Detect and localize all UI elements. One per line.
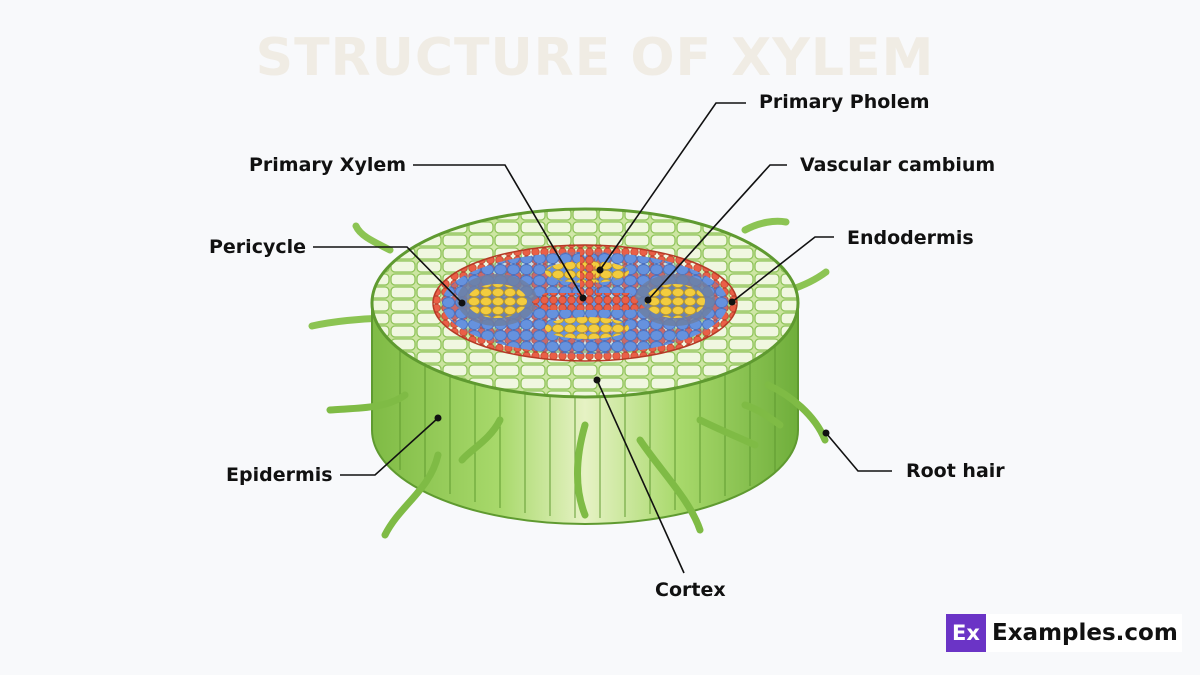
- label-pericycle: Pericycle: [209, 236, 306, 258]
- examples-logo[interactable]: Ex Examples.com: [946, 614, 1182, 652]
- page-title: STRUCTURE OF XYLEM: [255, 28, 935, 88]
- label-cortex: Cortex: [655, 579, 726, 601]
- logo-text: Examples.com: [986, 614, 1182, 652]
- label-primary-xylem: Primary Xylem: [249, 154, 406, 176]
- label-primary-phloem: Primary Pholem: [759, 91, 930, 113]
- phloem-left: [467, 284, 527, 318]
- label-endodermis: Endodermis: [847, 227, 974, 249]
- logo-mark: Ex: [946, 614, 986, 652]
- phloem-bottom: [545, 317, 629, 339]
- label-vascular-cambium: Vascular cambium: [800, 154, 995, 176]
- phloem-right: [645, 284, 705, 318]
- leader-lines: [313, 102, 892, 574]
- label-root-hair: Root hair: [906, 460, 1005, 482]
- root-hairs-front: [326, 381, 829, 539]
- side-cell-lines: [399, 345, 776, 518]
- xylem-arms: [530, 250, 645, 310]
- label-epidermis: Epidermis: [226, 464, 333, 486]
